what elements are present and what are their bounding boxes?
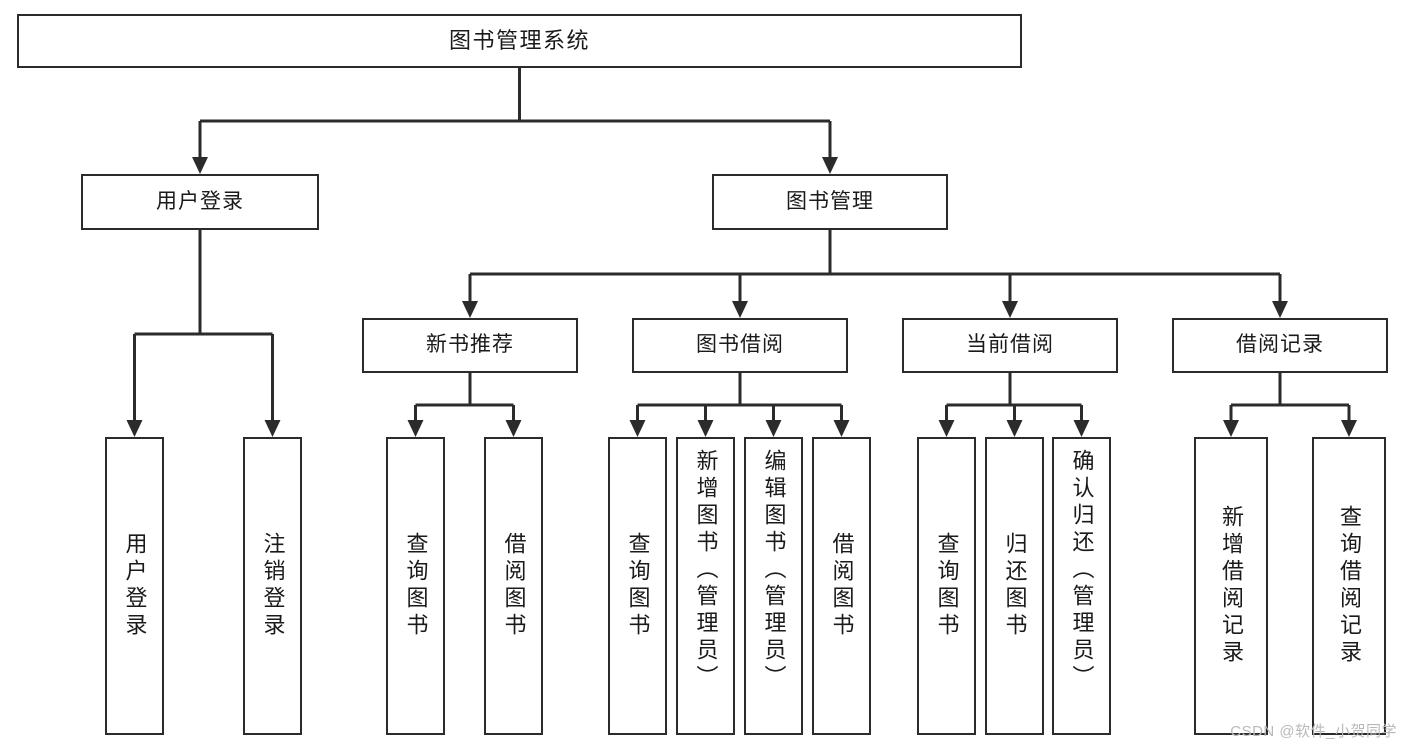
leaf-logout[interactable]: 注销登录 <box>243 437 302 735</box>
leaf-add-book-admin[interactable]: 新增图书（管理员） <box>676 437 735 735</box>
leaf-borrow-book-2[interactable]: 借阅图书 <box>812 437 871 735</box>
leaf-confirm-return-admin[interactable]: 确认归还（管理员） <box>1052 437 1111 735</box>
node-label: 查询图书 <box>625 532 651 640</box>
leaf-query-book-2[interactable]: 查询图书 <box>608 437 667 735</box>
node-label: 用户登录 <box>122 532 148 640</box>
leaf-query-book-3[interactable]: 查询图书 <box>917 437 976 735</box>
leaf-query-book-1[interactable]: 查询图书 <box>386 437 445 735</box>
node-label: 查询图书 <box>403 532 429 640</box>
node-label: 借阅图书 <box>501 532 527 640</box>
node-label: 注销登录 <box>260 532 286 640</box>
node-root[interactable]: 图书管理系统 <box>17 14 1022 68</box>
node-book-borrow[interactable]: 图书借阅 <box>632 318 848 373</box>
node-label: 确认归还（管理员） <box>1069 449 1095 692</box>
watermark: CSDN @软件_小贺同学 <box>1230 723 1397 740</box>
node-label: 新增借阅记录 <box>1219 505 1244 667</box>
node-user-login[interactable]: 用户登录 <box>81 174 319 230</box>
node-label: 归还图书 <box>1002 532 1028 640</box>
node-label: 新增图书（管理员） <box>693 449 719 692</box>
node-borrow-record[interactable]: 借阅记录 <box>1172 318 1388 373</box>
leaf-user-login[interactable]: 用户登录 <box>105 437 164 735</box>
node-label: 图书借阅 <box>696 333 784 357</box>
node-label: 借阅记录 <box>1236 333 1324 357</box>
node-label: 图书管理 <box>786 189 874 213</box>
node-current-borrow[interactable]: 当前借阅 <box>902 318 1118 373</box>
node-label: 新书推荐 <box>426 333 514 357</box>
leaf-borrow-book-1[interactable]: 借阅图书 <box>484 437 543 735</box>
node-label: 当前借阅 <box>966 333 1054 357</box>
node-label: 图书管理系统 <box>448 28 590 54</box>
leaf-query-borrow-record[interactable]: 查询借阅记录 <box>1312 437 1386 735</box>
node-label: 编辑图书（管理员） <box>761 449 787 692</box>
leaf-return-book[interactable]: 归还图书 <box>985 437 1044 735</box>
node-label: 用户登录 <box>156 189 244 213</box>
node-new-book-recommend[interactable]: 新书推荐 <box>362 318 578 373</box>
node-book-management[interactable]: 图书管理 <box>712 174 948 230</box>
leaf-add-borrow-record[interactable]: 新增借阅记录 <box>1194 437 1268 735</box>
node-label: 查询图书 <box>934 532 960 640</box>
node-label: 查询借阅记录 <box>1337 505 1362 667</box>
node-label: 借阅图书 <box>829 532 855 640</box>
leaf-edit-book-admin[interactable]: 编辑图书（管理员） <box>744 437 803 735</box>
